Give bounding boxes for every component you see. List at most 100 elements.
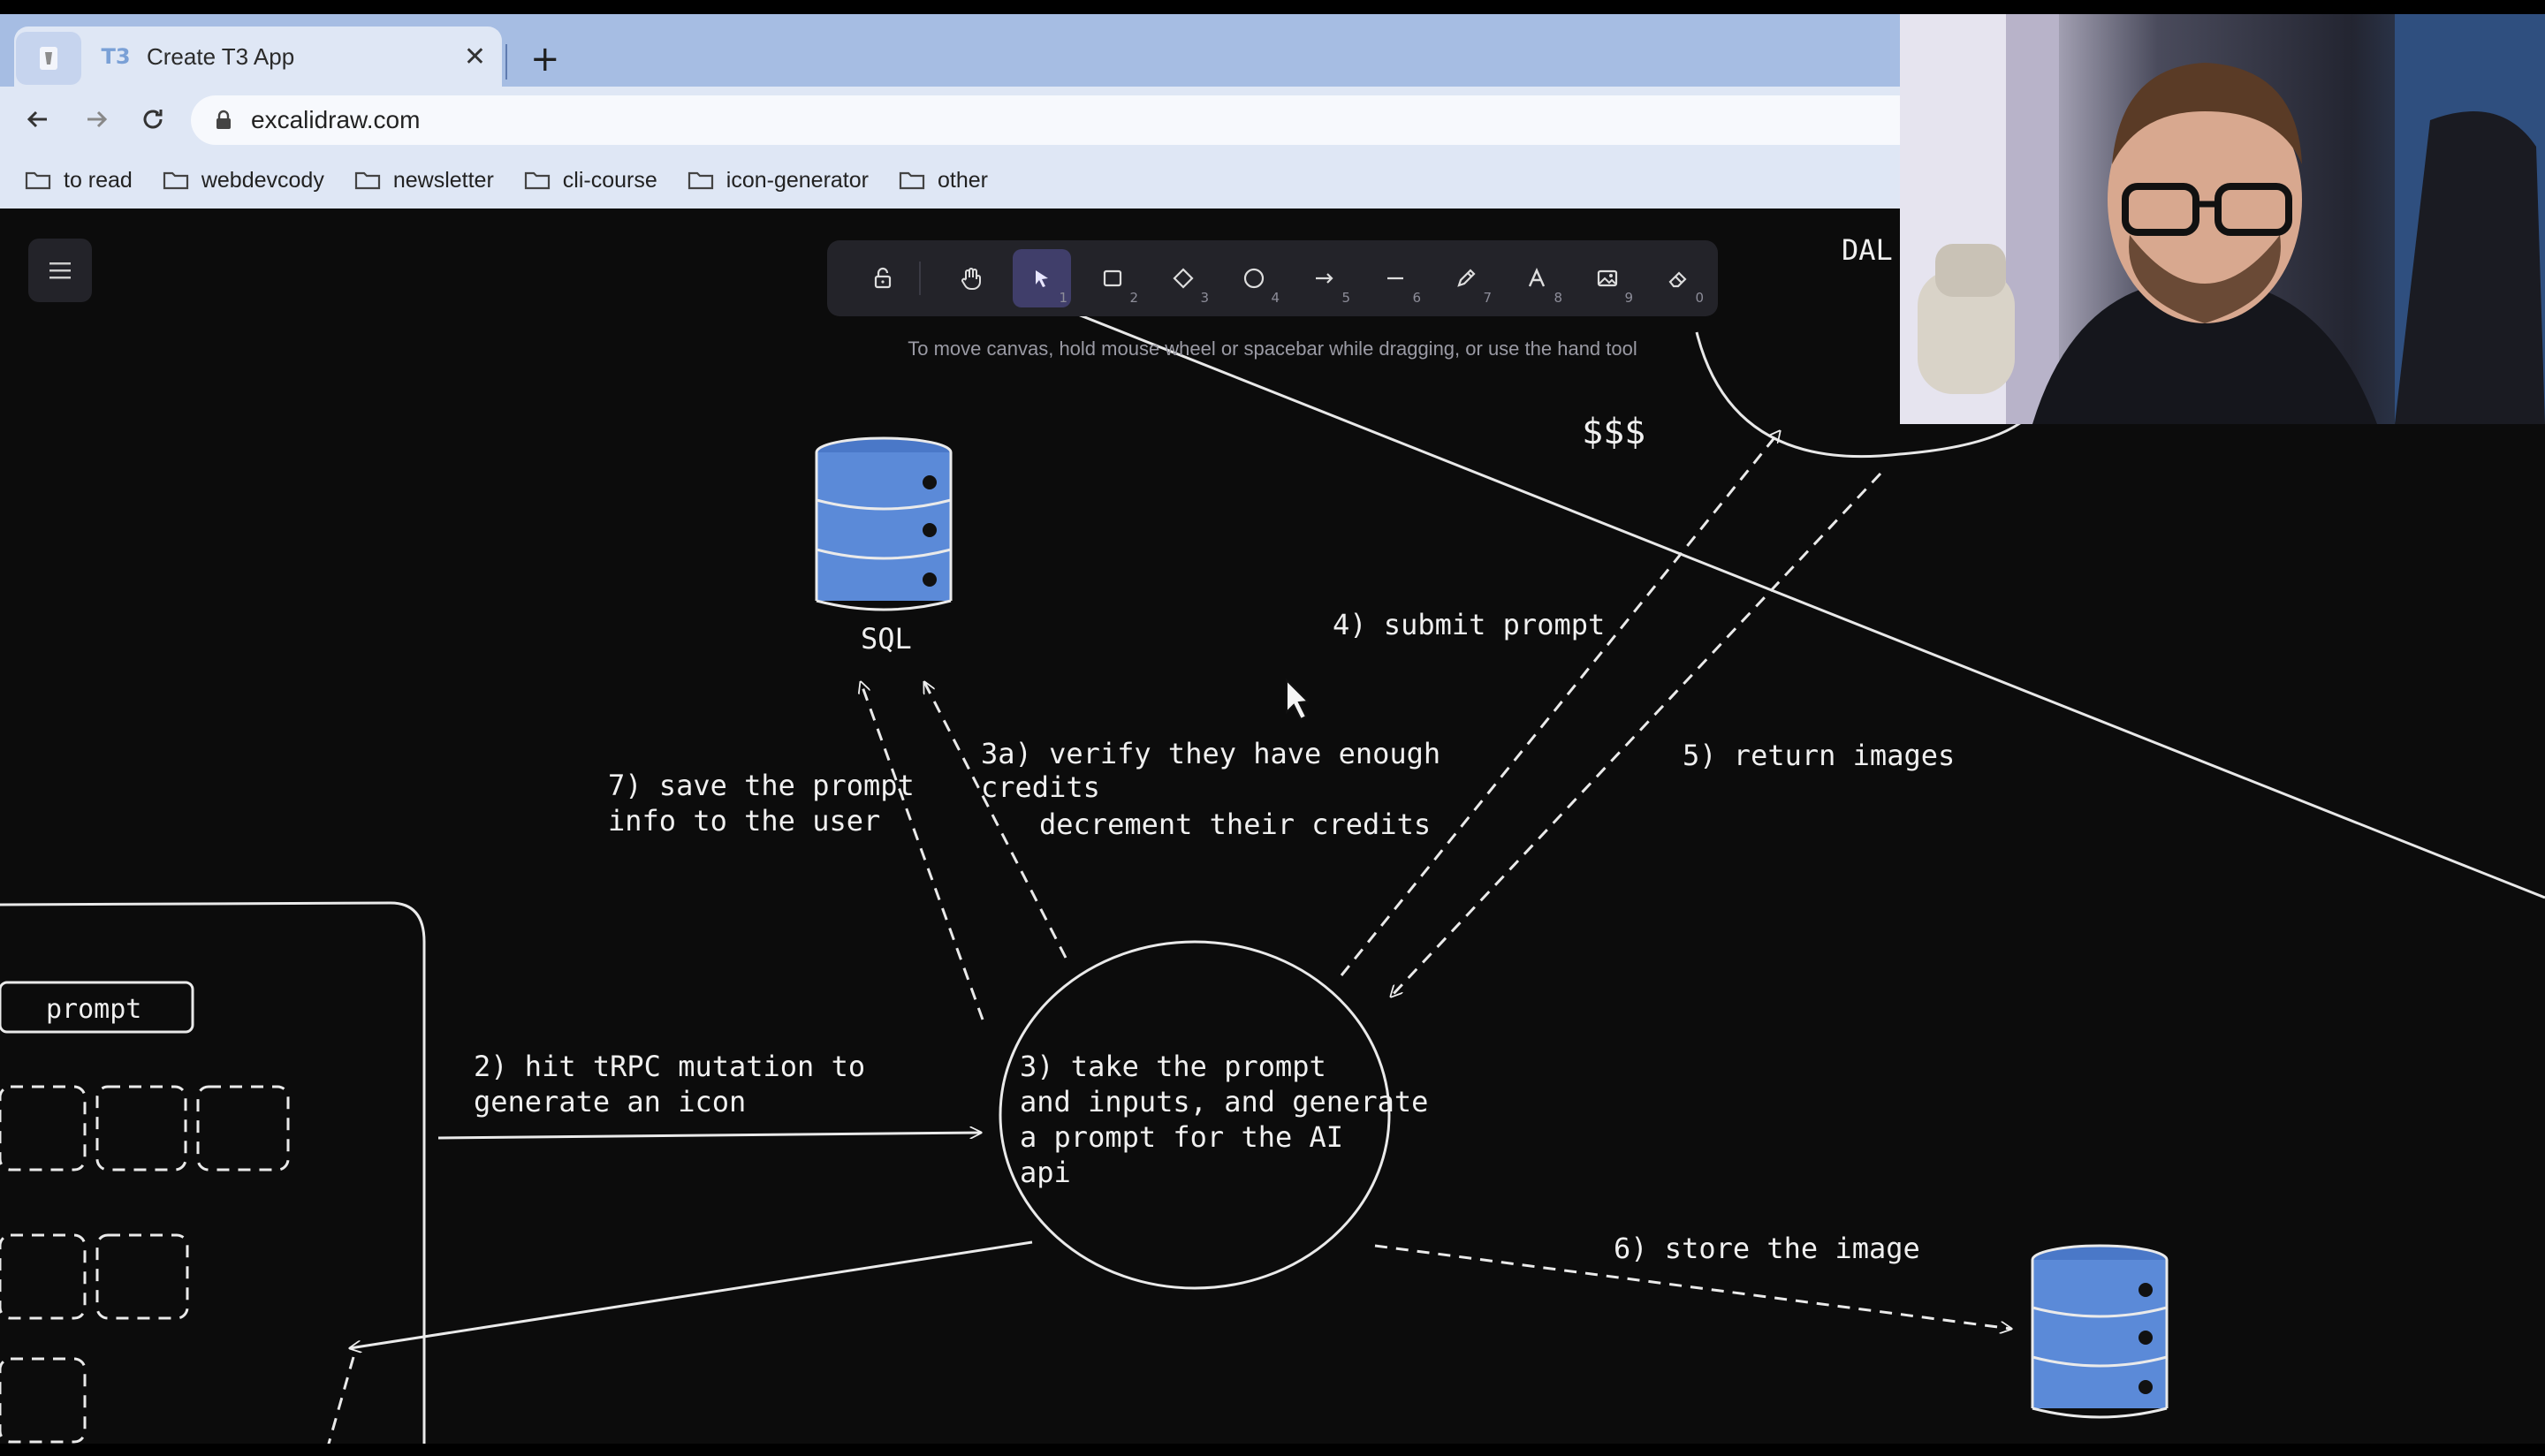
new-tab-button[interactable]: + xyxy=(530,39,560,80)
dal-circle-arc xyxy=(1695,331,2025,459)
tool-ellipse[interactable]: 4 xyxy=(1225,249,1283,307)
tool-arrow-num: 5 xyxy=(1341,290,1350,306)
forward-arrow-icon xyxy=(87,110,108,128)
bookmark-label: webdevcody xyxy=(201,167,324,193)
tool-rectangle-num: 2 xyxy=(1129,290,1138,306)
step6-label: 6) store the image xyxy=(1614,1232,1920,1265)
diagram-svg: SQL $$$ DAL prompt 2) hit tRPC mutation … xyxy=(0,233,2545,1456)
excalidraw-canvas[interactable]: SQL $$$ DAL prompt 2) hit tRPC mutation … xyxy=(0,209,2545,1456)
arrow-2-trpc xyxy=(437,1133,981,1140)
arrow-5-return xyxy=(1391,472,1882,997)
lock-icon xyxy=(874,267,892,289)
dal-label: DAL xyxy=(1842,233,1893,267)
long-diagonal-line xyxy=(1077,313,2545,899)
step4-label: 4) submit prompt xyxy=(1333,608,1605,641)
diamond-icon xyxy=(1173,268,1194,289)
arrow-return-client xyxy=(350,1240,1033,1348)
step3-line3: a prompt for the AI xyxy=(1020,1120,1343,1154)
arrow-6-store xyxy=(1374,1244,2011,1329)
bookmark-folder-cli-course[interactable]: cli-course xyxy=(524,168,657,193)
tool-image-num: 9 xyxy=(1624,290,1633,306)
forward-button[interactable] xyxy=(76,99,117,140)
webcam-overlay xyxy=(1900,14,2545,424)
step7-line1: 7) save the prompt xyxy=(608,769,915,802)
prompt-input-box xyxy=(0,981,194,1034)
canvas-hint: To move canvas, hold mouse wheel or spac… xyxy=(908,337,1637,360)
tool-eraser[interactable]: 0 xyxy=(1649,249,1707,307)
letterbox-bottom xyxy=(0,1444,2545,1456)
rectangle-icon xyxy=(1103,269,1122,287)
image-storage-database-icon[interactable] xyxy=(2031,1244,2169,1419)
bookmark-label: to read xyxy=(64,167,133,193)
main-menu-button[interactable] xyxy=(28,239,92,302)
tab-title: Create T3 App xyxy=(147,42,295,70)
bookmark-label: icon-generator xyxy=(726,167,869,193)
tool-line-num: 6 xyxy=(1412,290,1421,306)
arrow-icon xyxy=(1316,273,1333,284)
folder-icon xyxy=(354,171,380,190)
folder-icon xyxy=(688,171,713,190)
pinned-tab-icon xyxy=(40,47,57,70)
icon-placeholder-grid xyxy=(0,1085,290,1444)
tool-line[interactable]: 6 xyxy=(1366,249,1424,307)
pencil-icon xyxy=(1457,269,1476,287)
tool-hand[interactable] xyxy=(942,249,1000,307)
folder-icon xyxy=(899,171,925,190)
step5-label: 5) return images xyxy=(1683,739,1955,772)
ellipse-icon xyxy=(1243,268,1265,289)
hand-icon xyxy=(961,268,981,291)
line-icon xyxy=(1387,277,1403,280)
back-button[interactable] xyxy=(18,99,58,140)
tab-close-icon[interactable]: ✕ xyxy=(463,41,486,72)
address-url: excalidraw.com xyxy=(251,106,421,133)
reload-button[interactable] xyxy=(133,99,173,140)
t3-favicon-icon: T3 xyxy=(101,44,131,69)
tool-text-num: 8 xyxy=(1554,290,1562,306)
image-icon xyxy=(1597,269,1618,287)
money-label: $$$ xyxy=(1582,412,1645,452)
tool-arrow[interactable]: 5 xyxy=(1295,249,1354,307)
tool-image[interactable]: 9 xyxy=(1578,249,1637,307)
bookmark-folder-webdevcody[interactable]: webdevcody xyxy=(163,168,324,193)
folder-icon xyxy=(524,171,550,190)
tool-ellipse-num: 4 xyxy=(1271,290,1280,306)
tool-diamond[interactable]: 3 xyxy=(1154,249,1212,307)
tab-create-t3-app[interactable]: T3 Create T3 App ✕ xyxy=(14,27,502,87)
prompt-box-label: prompt xyxy=(46,994,141,1025)
arrow-4-submit xyxy=(1340,431,1780,976)
bookmark-label: newsletter xyxy=(392,167,494,193)
step2-line2: generate an icon xyxy=(474,1085,746,1119)
tool-lock[interactable] xyxy=(854,249,912,307)
tool-eraser-num: 0 xyxy=(1695,290,1704,306)
sql-database-icon[interactable] xyxy=(815,436,953,611)
bookmark-folder-newsletter[interactable]: newsletter xyxy=(354,168,494,193)
tool-selection-num: 1 xyxy=(1059,290,1067,306)
step3-line1: 3) take the prompt xyxy=(1020,1050,1326,1083)
bookmark-folder-to-read[interactable]: to read xyxy=(25,168,133,193)
eraser-icon xyxy=(1668,271,1687,288)
step3a-line3: decrement their credits xyxy=(1039,808,1431,841)
shapes-toolbar: 1 2 3 4 5 6 7 8 9 0 xyxy=(827,240,1718,316)
step3a-line2: credits xyxy=(981,770,1100,804)
bookmark-label: other xyxy=(937,167,988,193)
pinned-tab[interactable] xyxy=(16,32,81,85)
tool-draw[interactable]: 7 xyxy=(1437,249,1495,307)
sql-label: SQL xyxy=(861,622,912,656)
secure-lock-icon xyxy=(217,110,231,129)
tool-rectangle[interactable]: 2 xyxy=(1083,249,1142,307)
step3-line4: api xyxy=(1020,1156,1071,1189)
tool-text[interactable]: 8 xyxy=(1508,249,1566,307)
tool-draw-num: 7 xyxy=(1483,290,1492,306)
tool-selection[interactable]: 1 xyxy=(1013,249,1071,307)
arrow-3a-verify xyxy=(924,682,1067,959)
tool-diamond-num: 3 xyxy=(1200,290,1209,306)
process-circle xyxy=(999,940,1391,1290)
browser-window: T3 Create T3 App ✕ + excalidraw.com to r… xyxy=(0,0,1900,209)
folder-icon xyxy=(163,171,188,190)
bookmark-folder-other[interactable]: other xyxy=(899,168,988,193)
letterbox-top xyxy=(0,0,2545,14)
address-bar[interactable]: excalidraw.com xyxy=(191,95,1900,145)
step2-line1: 2) hit tRPC mutation to xyxy=(474,1050,865,1083)
bookmark-folder-icon-generator[interactable]: icon-generator xyxy=(688,168,869,193)
step3-line2: and inputs, and generate xyxy=(1020,1085,1428,1119)
